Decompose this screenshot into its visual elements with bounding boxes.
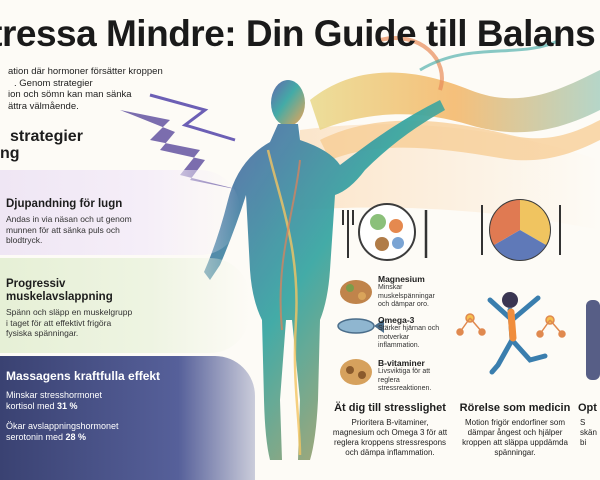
massage-stat-label: serotonin med [6, 432, 66, 442]
right-section-line: bi [580, 438, 587, 447]
right-section-line: S [580, 418, 586, 427]
massage-stat-line: serotonin med 28 % [6, 432, 160, 443]
nutrient-magnesium: Magnesium Minskar muskelspänningar och d… [378, 274, 488, 310]
nutrient-desc-line: Stärker hjärnan och [378, 325, 440, 332]
breathing-body: Andas in via näsan och ut genom munnen f… [6, 214, 132, 246]
breathing-text: Djupandning för lugn Andas in via näsan … [6, 198, 132, 246]
strategies-heading-line: ng [0, 145, 20, 162]
massage-stat-line: Ökar avslappningshormonet [6, 421, 119, 431]
breathing-body-line: blodtryck. [6, 235, 43, 245]
breathing-card: Djupandning för lugn Andas in via näsan … [0, 170, 240, 255]
relaxation-body: Spänn och släpp en muskelgrupp i taget f… [6, 307, 132, 339]
molecule-icon-left [456, 313, 486, 336]
nutrient-omega3: Omega-3 Stärker hjärnan och motverkar in… [378, 315, 488, 351]
right-section-title: Opt [578, 402, 597, 414]
vitamin-b-food-icon [340, 359, 372, 385]
relaxation-card: Progressiv muskelavslappning Spänn och s… [0, 258, 250, 353]
massage-stat-line: kortisol med 31 % [6, 401, 160, 412]
nutrient-desc-line: motverkar [378, 333, 410, 341]
eat-section-line: reglera kroppens stressrespons [333, 438, 447, 447]
relaxation-title-line: Progressiv [6, 278, 66, 290]
strategies-heading-line: strategier [10, 128, 83, 145]
breathing-body-line: Andas in via näsan och ut genom [6, 214, 132, 224]
breathing-body-line: munnen för att sänka puls och [6, 224, 120, 235]
eat-section-title: Ät dig till stresslighet [334, 402, 446, 414]
omega-fish-icon [337, 318, 384, 334]
move-section-line: spänningar. [494, 448, 536, 457]
nutrient-desc-line: inflammation. [378, 342, 420, 349]
intro-text: ation där hormoner försätter kroppen . G… [0, 66, 170, 112]
intro-line: ion och sömn kan man sänka [8, 89, 132, 100]
relaxation-body-line: i taget för att effektivt frigöra [6, 317, 112, 328]
massage-title: Massagens kraftfulla effekt [6, 369, 161, 383]
relaxation-title-line: muskelavslappning [6, 291, 113, 303]
swirl-ribbon [310, 70, 600, 133]
eat-section-line: och dämpa inflammation. [345, 448, 435, 457]
running-woman-icon [487, 292, 548, 375]
body-figure [204, 80, 445, 460]
massage-stat-label: kortisol med [6, 401, 58, 411]
move-section-line: kroppen att släppa uppdämda [462, 438, 568, 447]
nutrient-name: Magnesium [378, 274, 425, 284]
molecule-icon-right [536, 315, 566, 338]
plate-icon-1 [342, 203, 428, 261]
move-section-body: Motion frigör endorfiner som dämpar ånge… [455, 418, 575, 458]
move-section-line: Motion frigör endorfiner som [464, 418, 566, 427]
relaxation-text: Progressiv muskelavslappning Spänn och s… [6, 278, 132, 339]
massage-stat-cortisol: Minskar stresshormonet kortisol med 31 % [6, 390, 160, 412]
move-section-line: dämpar ångest och hjälper [467, 428, 563, 437]
lightning-bolts [120, 110, 240, 190]
nutrient-b-vitamins: B-vitaminer Livsviktiga för att reglera … [378, 358, 488, 394]
massage-text: Massagens kraftfulla effekt Minskar stre… [6, 370, 160, 443]
magnesium-food-icon [340, 280, 372, 304]
nutrient-desc-line: muskelspänningar [378, 292, 435, 300]
massage-stat-line: Minskar stresshormonet [6, 390, 103, 400]
serotonin-value: 28 % [65, 432, 87, 442]
nutrient-desc-line: Livsviktiga för att [378, 368, 431, 375]
nutrient-desc-line: Minskar [378, 284, 403, 291]
relaxation-body-line: Spänn och släpp en muskelgrupp [6, 307, 133, 317]
nutrient-desc-line: reglera [378, 376, 400, 384]
right-section-line: skän [580, 428, 597, 437]
right-section-body: S skän bi [580, 418, 600, 448]
strategies-heading: strategier ng [0, 128, 83, 162]
nutrient-name: B-vitaminer [378, 358, 425, 368]
move-section-title: Rörelse som medicin [459, 402, 571, 414]
eat-section-line: magnesium och Omega 3 för att [332, 428, 448, 437]
intro-line: ättra välmående. [8, 100, 79, 112]
breathing-title: Djupandning för lugn [6, 198, 123, 210]
nutrient-name: Omega-3 [378, 315, 415, 325]
nutrient-desc-line: stressreaktionen. [378, 385, 432, 392]
cortisol-value: 31 % [57, 401, 78, 411]
relaxation-body-line: fysiska spänningar. [6, 328, 79, 338]
nutrient-desc-line: och dämpar oro. [378, 301, 429, 308]
eat-section-line: Prioritera B-vitaminer, [351, 418, 429, 427]
plate-icon-2 [481, 199, 561, 261]
page-title: Stressa Mindre: Din Guide till Balans i … [0, 13, 600, 54]
massage-card: Massagens kraftfulla effekt Minskar stre… [0, 356, 255, 480]
massage-stat-serotonin: Ökar avslappningshormonet serotonin med … [6, 421, 160, 443]
eat-section-body: Prioritera B-vitaminer, magnesium och Om… [325, 418, 455, 458]
intro-line: . Genom strategier [14, 77, 93, 89]
intro-line: ation där hormoner försätter kroppen [8, 66, 163, 77]
